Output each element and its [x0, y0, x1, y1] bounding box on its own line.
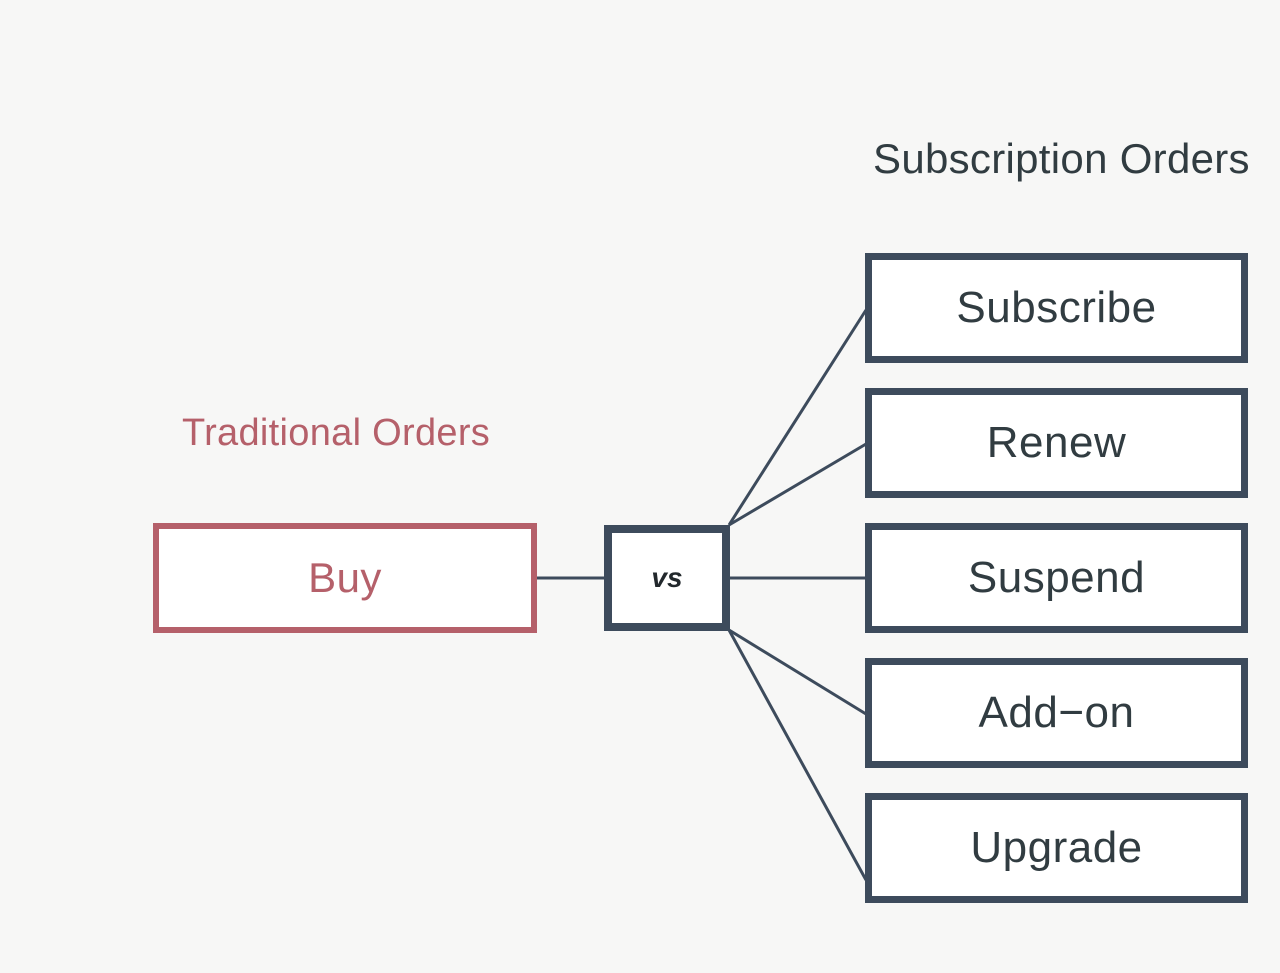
- node-buy[interactable]: Buy: [153, 523, 537, 633]
- node-upgrade[interactable]: Upgrade: [865, 793, 1248, 903]
- subscription-group-title: Subscription Orders: [873, 135, 1250, 182]
- node-suspend[interactable]: Suspend: [865, 523, 1248, 633]
- connector-vs-subscribe: [727, 309, 868, 526]
- node-vs-label: vs: [651, 562, 683, 593]
- node-upgrade-label: Upgrade: [970, 823, 1143, 872]
- node-add-on[interactable]: Add−on: [865, 658, 1248, 768]
- node-renew[interactable]: Renew: [865, 388, 1248, 498]
- connector-vs-addon: [728, 628, 867, 716]
- node-subscribe-label: Subscribe: [956, 283, 1157, 332]
- traditional-group-title: Traditional Orders: [182, 412, 491, 454]
- node-vs[interactable]: vs: [604, 525, 730, 631]
- node-suspend-label: Suspend: [967, 553, 1146, 602]
- node-subscribe[interactable]: Subscribe: [865, 253, 1248, 363]
- connector-vs-upgrade: [727, 629, 868, 881]
- node-renew-label: Renew: [986, 418, 1127, 467]
- connector-vs-renew: [728, 442, 867, 527]
- node-buy-label: Buy: [308, 554, 382, 601]
- node-add-on-label: Add−on: [978, 688, 1135, 737]
